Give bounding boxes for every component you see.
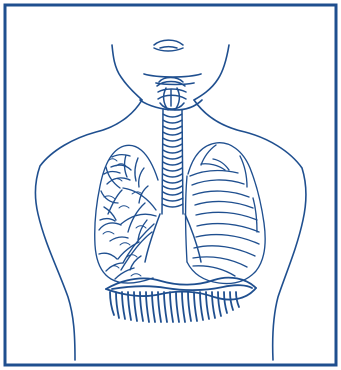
respiratory-system-figure xyxy=(0,0,341,370)
respiratory-system-svg xyxy=(0,0,341,370)
